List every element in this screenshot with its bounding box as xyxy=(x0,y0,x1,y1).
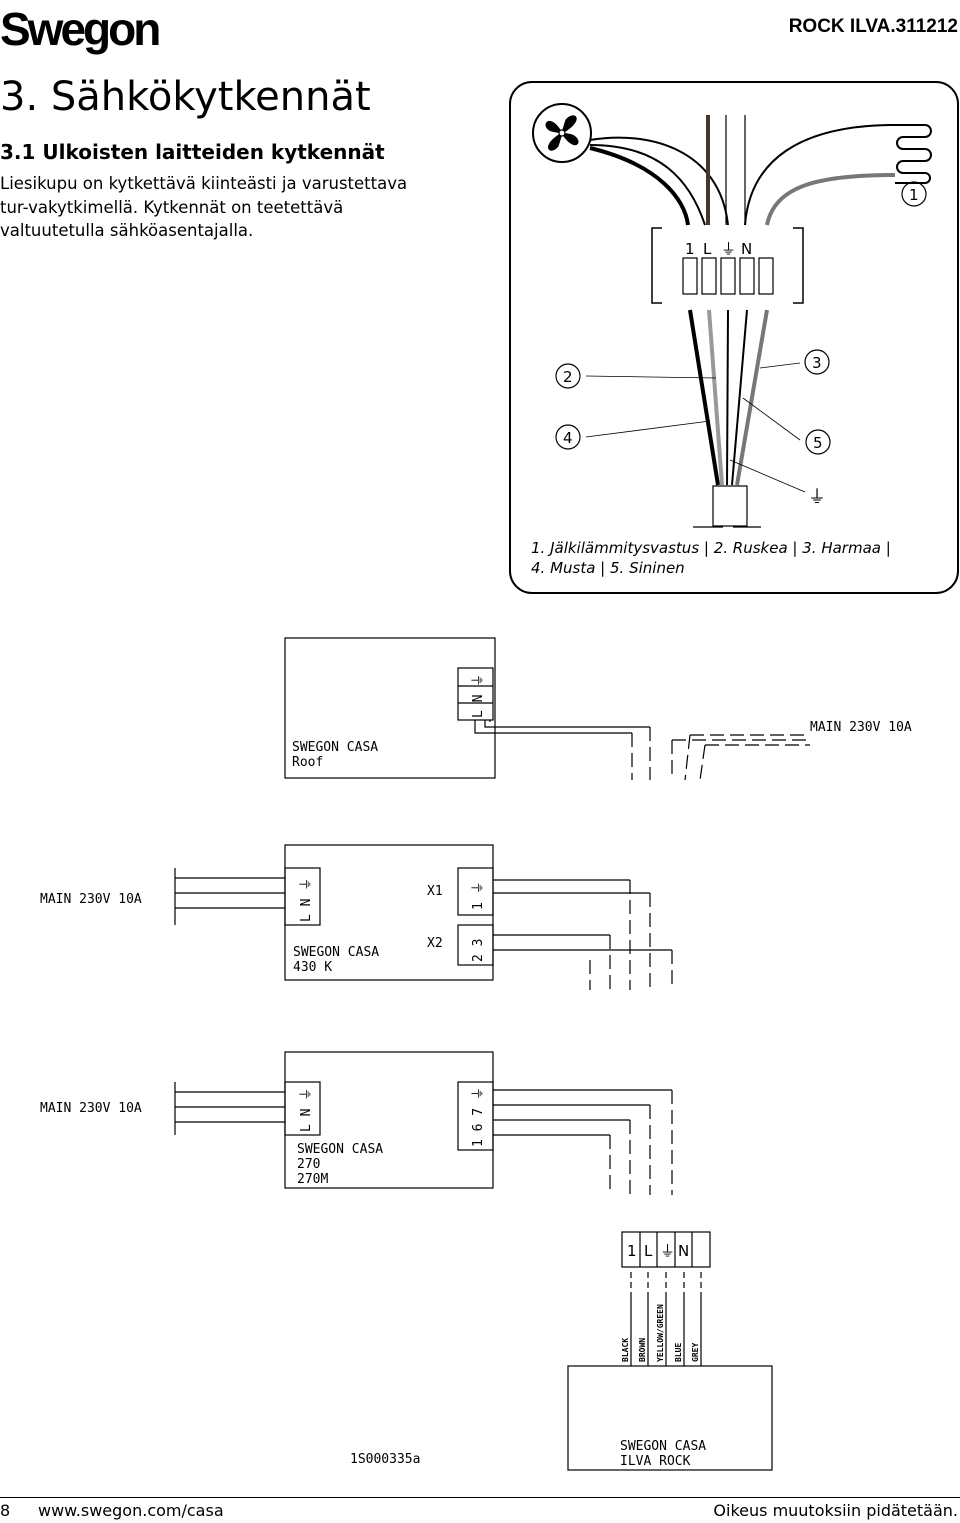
terminal-label: L xyxy=(703,240,712,258)
unit-name: SWEGON CASA xyxy=(293,945,379,960)
ground-icon: ⏚ xyxy=(808,487,826,508)
fan-icon xyxy=(532,103,592,163)
terminal-label: 1 6 7 ⏚ xyxy=(471,1087,486,1147)
terminal-x2-label: X2 xyxy=(427,936,443,951)
swegon-logo: Swegon xyxy=(0,3,161,55)
page-number: 8 xyxy=(0,1501,11,1520)
callout-4 xyxy=(555,424,581,450)
terminal-block xyxy=(682,257,774,295)
terminal-label: L N ⏚ xyxy=(471,674,486,718)
website-link[interactable]: www.swegon.com/casa xyxy=(38,1501,224,1520)
terminal-label: L xyxy=(644,1242,653,1260)
callout-number: 3 xyxy=(812,354,822,372)
diagram-270 xyxy=(174,1051,673,1195)
wire-label: BLACK xyxy=(621,1338,630,1362)
main-supply-label: MAIN 230V 10A xyxy=(40,892,142,907)
terminal-label: ⏚ xyxy=(660,1242,675,1260)
terminal-label: 2 3 xyxy=(471,939,486,962)
diagram-ilva-rock xyxy=(567,1231,773,1471)
terminal-label: L N ⏚ xyxy=(299,1088,314,1132)
callout-1 xyxy=(901,181,927,207)
figure-caption: 4. Musta | 5. Sininen xyxy=(531,559,685,577)
callout-number: 5 xyxy=(813,434,823,452)
wire-label: BLUE xyxy=(674,1343,683,1362)
terminal-label: L N ⏚ xyxy=(299,878,314,922)
terminal-label: ⏚ xyxy=(721,240,736,258)
heater-coil-icon xyxy=(895,124,932,184)
section-title: 3. Sähkökytkennät xyxy=(0,74,371,120)
callout-number: 4 xyxy=(563,429,573,447)
document-code: ROCK ILVA.311212 xyxy=(788,16,958,37)
unit-name: SWEGON CASA xyxy=(620,1439,706,1454)
terminal-label: N xyxy=(741,240,752,258)
unit-model: 430 K xyxy=(293,960,332,975)
body-text: Liesikupu on kytkettävä kiinteästi ja va… xyxy=(0,174,408,240)
wire-label: GREY xyxy=(691,1343,700,1362)
terminal-x1-label: X1 xyxy=(427,884,443,899)
wire-label: BROWN xyxy=(638,1338,647,1362)
callout-2 xyxy=(555,363,581,389)
rights-notice: Oikeus muutoksiin pidätetään. xyxy=(713,1501,958,1520)
unit-model: 270M xyxy=(297,1172,328,1187)
unit-name: SWEGON CASA xyxy=(292,740,378,755)
callout-number: 2 xyxy=(563,368,573,386)
unit-model: ILVA ROCK xyxy=(620,1454,691,1469)
subsection-title: 3.1 Ulkoisten laitteiden kytkennät xyxy=(0,140,385,164)
callout-5 xyxy=(805,429,831,455)
footer-divider xyxy=(0,1497,960,1498)
drawing-id: 1S000335a xyxy=(350,1452,420,1467)
unit-model: 270 xyxy=(297,1157,320,1172)
terminal-label: 1 ⏚ xyxy=(471,881,486,910)
terminal-label: N xyxy=(678,1242,689,1260)
figure-terminal-photo xyxy=(509,81,959,594)
diagram-roof xyxy=(284,637,810,781)
callout-number: 1 xyxy=(909,186,919,204)
terminal-label: 1 xyxy=(627,1242,637,1260)
figure-caption: 1. Jälkilämmitysvastus | 2. Ruskea | 3. … xyxy=(531,539,891,557)
diagram-430k xyxy=(174,844,673,990)
callout-3 xyxy=(804,349,830,375)
terminal-label: 1 xyxy=(685,240,695,258)
unit-name: SWEGON CASA xyxy=(297,1142,383,1157)
main-supply-label: MAIN 230V 10A xyxy=(810,720,912,735)
unit-model: Roof xyxy=(292,755,323,770)
main-supply-label: MAIN 230V 10A xyxy=(40,1101,142,1116)
wire-label: YELLOW/GREEN xyxy=(656,1304,665,1362)
